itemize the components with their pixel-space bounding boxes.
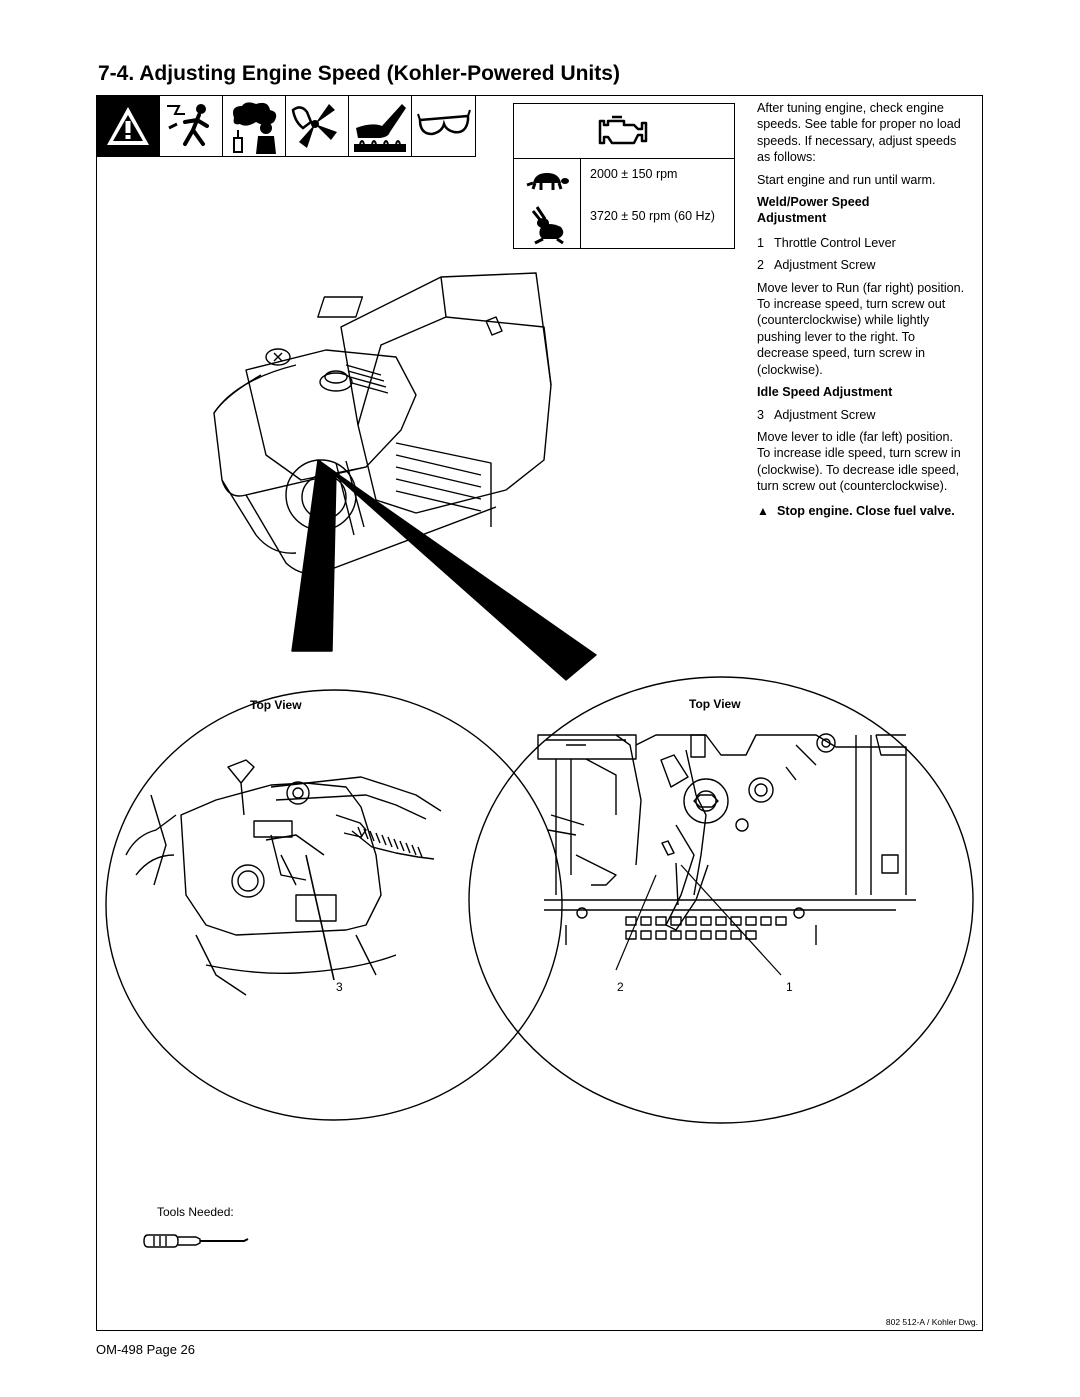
idle-speed-value: 2000 ± 150 rpm (590, 167, 678, 181)
start-text: Start engine and run until warm. (757, 172, 936, 187)
drawing-reference: 802 512-A / Kohler Dwg. (885, 1317, 978, 1327)
engine-speed-table: 2000 ± 150 rpm 3720 ± 50 rpm (60 Hz) (513, 103, 735, 249)
list-item: 2 Adjustment Screw (757, 258, 876, 273)
intro-text: After tuning engine, check engine speeds… (757, 101, 961, 165)
rabbit-icon (531, 206, 564, 245)
weld-text: Move lever to Run (far right) position. … (757, 280, 965, 377)
callout-3: 3 (336, 980, 343, 994)
engine-icon (598, 115, 648, 145)
callout-2: 2 (617, 980, 624, 994)
callout-1: 1 (786, 980, 793, 994)
safety-glasses-icon (412, 96, 475, 156)
right-view-label: Top View (689, 697, 741, 711)
hot-parts-icon (349, 96, 412, 156)
instructions-column: After tuning engine, check engine speeds… (757, 100, 969, 519)
warning-icon (97, 96, 160, 156)
idle-text: Move lever to idle (far left) position. … (757, 429, 961, 494)
exhaust-fumes-icon (223, 96, 286, 156)
page-title: 7-4. Adjusting Engine Speed (Kohler-Powe… (98, 62, 620, 85)
turtle-icon (526, 172, 569, 190)
idle-heading: Idle Speed Adjustment (757, 385, 893, 400)
list-item: 3 Adjustment Screw (757, 407, 876, 422)
tools-needed-label: Tools Needed: (157, 1205, 234, 1219)
left-view-label: Top View (250, 698, 302, 712)
moving-parts-icon (286, 96, 349, 156)
run-speed-value: 3720 ± 50 rpm (60 Hz) (590, 209, 715, 223)
content-frame (96, 95, 983, 1331)
warning-triangle-icon: ▲ (757, 503, 769, 518)
warning-note: ▲ Stop engine. Close fuel valve. (757, 503, 955, 518)
hazard-symbol-strip (96, 95, 476, 157)
generator-illustration (105, 272, 974, 1248)
weld-heading: Weld/Power Speed Adjustment (757, 195, 870, 226)
list-item: 1 Throttle Control Lever (757, 235, 896, 250)
electric-shock-icon (160, 96, 223, 156)
screwdriver-icon (144, 1231, 252, 1251)
page-footer: OM-498 Page 26 (96, 1342, 196, 1357)
